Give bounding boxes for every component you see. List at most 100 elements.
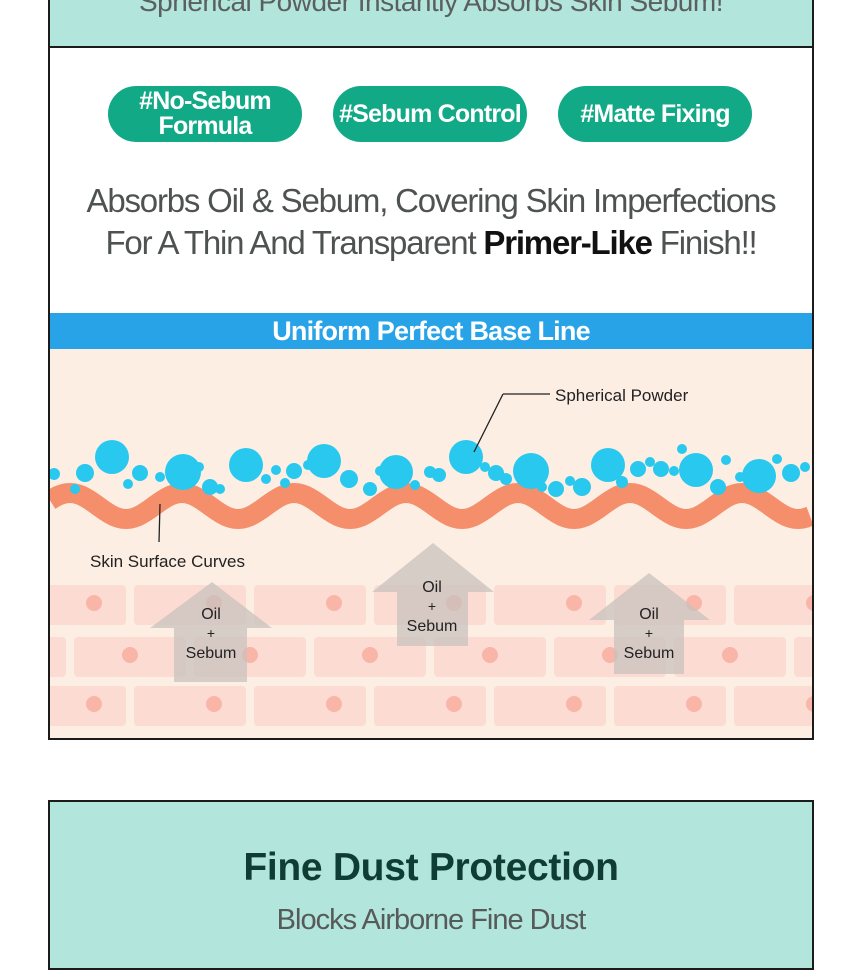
- oil-arrow-right: Oil + Sebum: [589, 573, 710, 674]
- powder-particle: [76, 464, 94, 482]
- skin-label: Skin Surface Curves: [90, 552, 245, 571]
- powder-particle: [591, 448, 625, 482]
- cell-nucleus: [122, 647, 138, 663]
- description-highlight: Primer-Like: [483, 224, 653, 261]
- powder-particle: [303, 460, 313, 470]
- powder-particle: [616, 476, 628, 488]
- arrow-right-sebum: Sebum: [624, 645, 675, 662]
- cell-nucleus: [566, 595, 582, 611]
- skin-cell: [134, 686, 246, 726]
- powder-particle: [548, 481, 564, 497]
- powder-particle: [229, 448, 263, 482]
- powder-particle: [165, 454, 201, 490]
- powder-particle: [280, 478, 290, 488]
- skin-background: [50, 349, 812, 738]
- skin-leader-line: [158, 503, 161, 543]
- fine-dust-subtitle: Blocks Airborne Fine Dust: [276, 904, 587, 936]
- powder-particle: [488, 465, 504, 481]
- cell-nucleus: [362, 647, 378, 663]
- arrow-center-plus: +: [428, 598, 436, 614]
- powder-particle: [710, 479, 726, 495]
- description-line-2-prefix: For A Thin And Transparent: [105, 224, 484, 261]
- cell-nucleus: [206, 696, 222, 712]
- powder-particle: [363, 482, 377, 496]
- cell-nucleus: [86, 595, 102, 611]
- arrow-center-sebum: Sebum: [407, 618, 458, 635]
- powder-particle: [800, 462, 810, 472]
- cell-nucleus: [566, 696, 582, 712]
- cell-nucleus: [482, 647, 498, 663]
- arrow-right-plus: +: [645, 625, 653, 641]
- powder-particle: [307, 444, 341, 478]
- powder-particle: [573, 478, 591, 496]
- skin-cell: [794, 637, 812, 677]
- powder-particle: [123, 479, 133, 489]
- tag-sebum-control: #Sebum Control: [333, 86, 527, 142]
- cell-nucleus: [86, 696, 102, 712]
- cell-nucleus: [806, 696, 812, 712]
- powder-particle: [653, 461, 669, 477]
- arrow-up-icon: [589, 573, 710, 674]
- powder-particle: [742, 459, 776, 493]
- powder-particle: [480, 462, 490, 472]
- powder-particle: [679, 453, 713, 487]
- skin-cell: [254, 585, 366, 625]
- arrow-right-oil: Oil: [639, 606, 659, 623]
- baseline-bar: Uniform Perfect Base Line: [50, 313, 812, 349]
- arrow-left-oil: Oil: [201, 606, 221, 623]
- arrow-center-oil: Oil: [422, 579, 442, 596]
- skin-cell: [734, 686, 812, 726]
- tag-no-sebum-line2: Formula: [158, 112, 252, 140]
- fine-dust-panel: Fine Dust Protection Blocks Airborne Fin…: [48, 800, 814, 970]
- cell-nucleus: [806, 595, 812, 611]
- powder-particle: [565, 476, 575, 486]
- powder-particle: [449, 440, 483, 474]
- powder-particle: [132, 465, 148, 481]
- top-banner-text: Spherical Powder Instantly Absorbs Skin …: [139, 0, 723, 17]
- top-banner: Spherical Powder Instantly Absorbs Skin …: [50, 0, 812, 48]
- powder-particle: [95, 440, 129, 474]
- skin-diagram: Spherical Powder Skin Surface Curves Oil…: [50, 349, 812, 738]
- powder-particle: [500, 473, 512, 485]
- cell-nucleus: [326, 696, 342, 712]
- skin-cell: [734, 585, 812, 625]
- skin-cell: [614, 686, 726, 726]
- skin-cell: [374, 686, 486, 726]
- powder-particle: [215, 484, 225, 494]
- powder-particle: [772, 454, 782, 464]
- powder-particle: [286, 463, 302, 479]
- powder-leader-line-diagonal: [473, 393, 504, 453]
- powder-particle: [410, 480, 420, 490]
- powder-particle: [271, 465, 281, 475]
- skin-cell: [50, 637, 66, 677]
- powder-particle: [379, 455, 413, 489]
- arrow-up-icon: [372, 543, 494, 646]
- cell-nucleus: [326, 595, 342, 611]
- powder-particle: [70, 484, 80, 494]
- cell-nucleus: [446, 696, 462, 712]
- powder-particle: [340, 470, 358, 488]
- powder-particle: [194, 462, 204, 472]
- spherical-powder-particles: [50, 440, 810, 497]
- skin-surface-curve: [50, 482, 812, 530]
- oil-control-panel: Spherical Powder Instantly Absorbs Skin …: [48, 0, 814, 740]
- fine-dust-title: Fine Dust Protection: [243, 846, 619, 889]
- oil-arrow-left: Oil + Sebum: [150, 582, 272, 682]
- powder-particle: [669, 466, 679, 476]
- powder-particle: [630, 461, 646, 477]
- arrow-up-icon: [150, 582, 272, 682]
- arrow-left-sebum: Sebum: [186, 645, 237, 662]
- tag-no-sebum-formula: #No-Sebum Formula: [108, 86, 302, 142]
- powder-particle: [513, 453, 549, 489]
- powder-particle: [261, 474, 271, 484]
- cell-nucleus: [686, 696, 702, 712]
- description-line-2-suffix: Finish!!: [651, 224, 758, 261]
- powder-particle: [202, 479, 218, 495]
- tag-matte-fixing: #Matte Fixing: [558, 86, 752, 142]
- powder-particle: [424, 466, 436, 478]
- powder-particle: [155, 472, 165, 482]
- powder-particle: [645, 457, 655, 467]
- powder-particle: [721, 455, 731, 465]
- description-line-2: For A Thin And Transparent Primer-Like F…: [50, 224, 812, 262]
- description-line-1: Absorbs Oil & Sebum, Covering Skin Imper…: [86, 182, 777, 219]
